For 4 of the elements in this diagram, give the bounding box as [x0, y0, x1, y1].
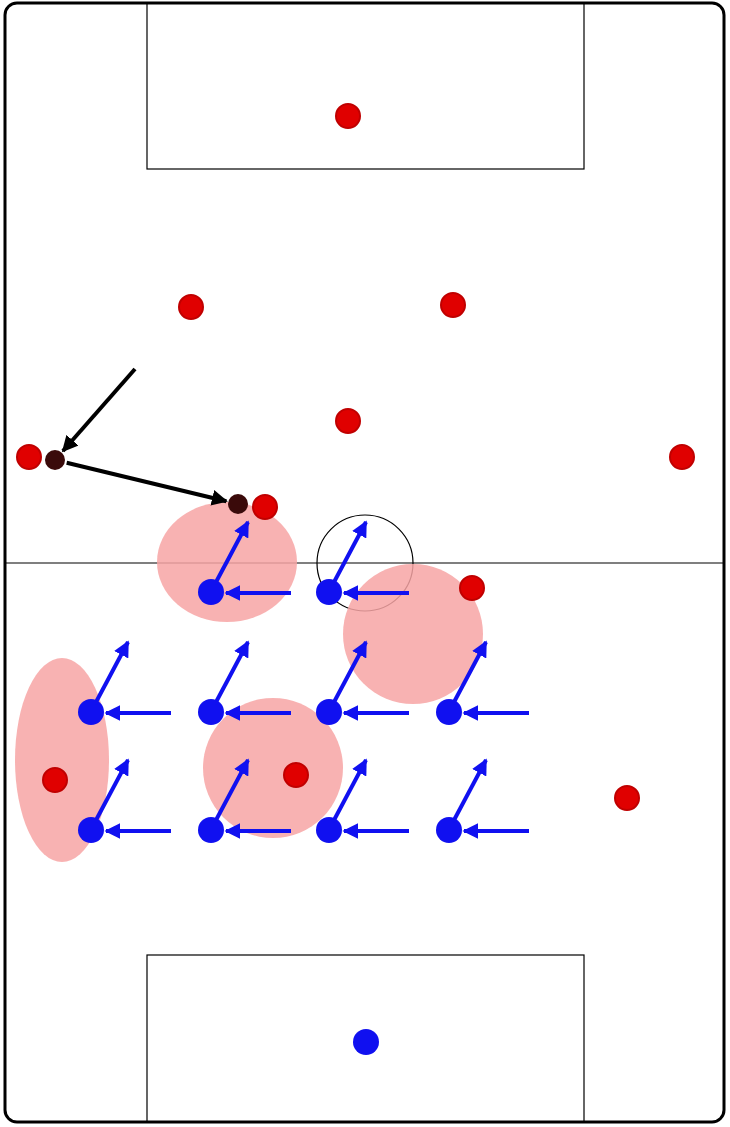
pass-arrow — [66, 460, 228, 506]
ball-marker — [228, 494, 248, 514]
ball-marker — [45, 450, 65, 470]
pass-arrow — [61, 367, 137, 453]
